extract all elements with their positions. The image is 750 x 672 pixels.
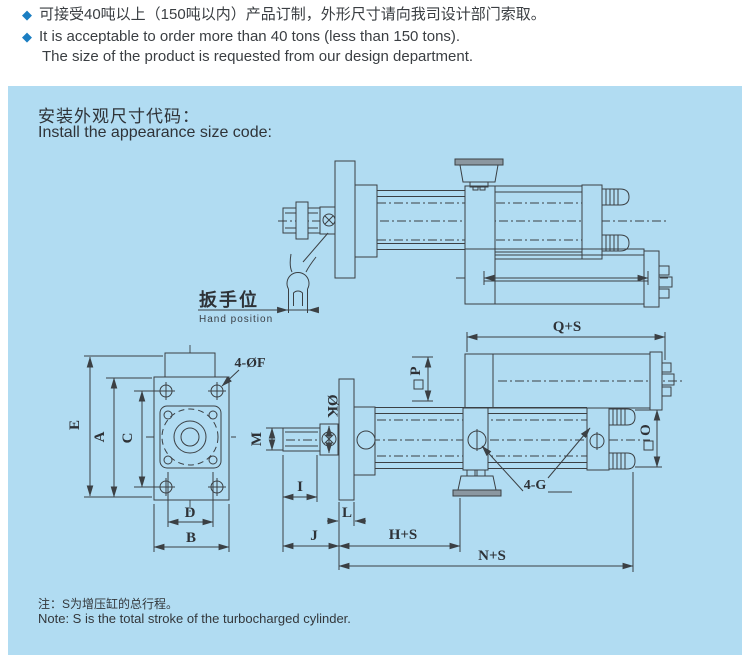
panel-title-en: Install the appearance size code: xyxy=(38,124,272,141)
bullet-zh-text: 可接受40吨以上（150吨以内）产品订制，外形尺寸请向我司设计部门索取。 xyxy=(39,6,546,23)
diamond-bullet-icon: ◆ xyxy=(22,29,32,44)
panel-note-zh: 注：S为增压缸的总行程。 xyxy=(38,597,179,611)
bullet-en1-text: It is acceptable to order more than 40 t… xyxy=(39,28,461,45)
bullet-en2-text: The size of the product is requested fro… xyxy=(42,48,474,65)
bullet-line-zh: ◆ 可接受40吨以上（150吨以内）产品订制，外形尺寸请向我司设计部门索取。 xyxy=(22,6,546,24)
bullet-line-en2: The size of the product is requested fro… xyxy=(42,48,473,66)
diagram-panel xyxy=(8,86,742,655)
diamond-bullet-icon: ◆ xyxy=(22,7,32,22)
panel-note-en: Note: S is the total stroke of the turbo… xyxy=(38,611,351,626)
bullet-line-en1: ◆ It is acceptable to order more than 40… xyxy=(22,28,460,46)
panel-title-zh: 安装外观尺寸代码： xyxy=(38,107,200,126)
